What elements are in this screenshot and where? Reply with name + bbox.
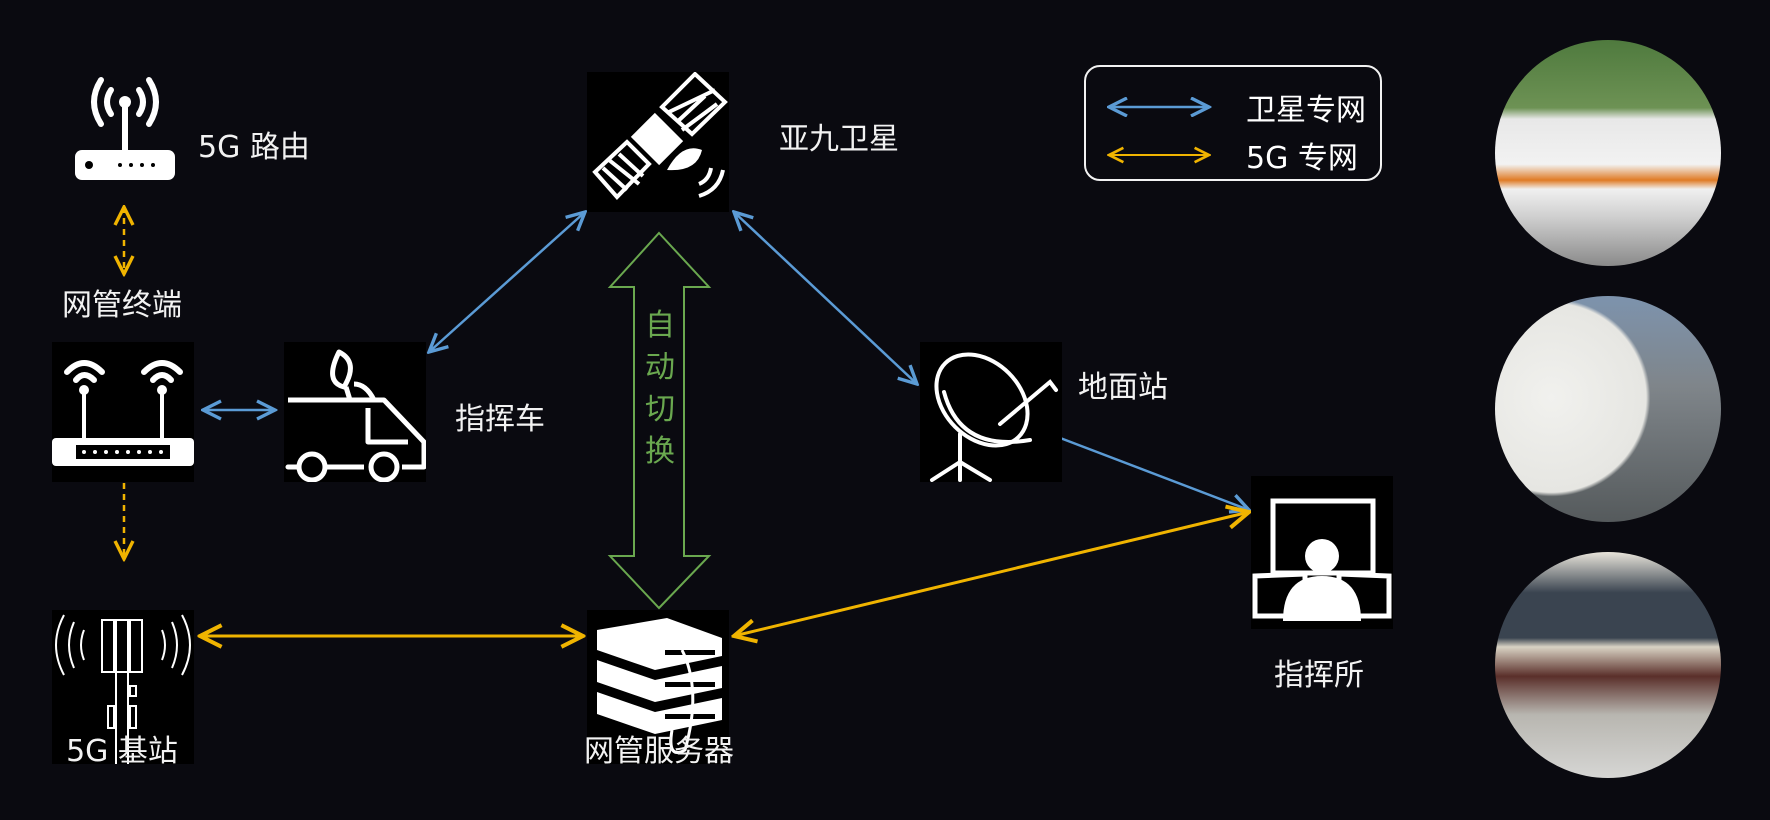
legend: 卫星专网 5G 专网 xyxy=(1084,65,1382,181)
router-icon xyxy=(73,72,177,182)
server-label: 网管服务器 xyxy=(584,734,734,769)
photo-ground-station xyxy=(1495,296,1721,522)
command-post-icon xyxy=(1251,476,1393,629)
blue-arrow-icon xyxy=(1106,97,1212,117)
link-groundstation-commandpost xyxy=(1034,428,1249,510)
orange-arrow-icon xyxy=(1106,145,1212,165)
legend-item-5g: 5G 专网 xyxy=(1106,133,1358,177)
base-station-icon xyxy=(52,610,194,764)
legend-label-satellite: 卫星专网 xyxy=(1246,93,1366,128)
terminal-router-icon xyxy=(52,342,194,482)
command-vehicle-label: 指挥车 xyxy=(455,402,545,437)
command-post-label: 指挥所 xyxy=(1274,658,1364,693)
link-satellite-groundstation xyxy=(734,212,917,384)
link-vehicle-satellite xyxy=(429,212,585,352)
terminal-label: 网管终端 xyxy=(62,288,182,323)
satellite-icon xyxy=(587,71,729,212)
satellite-label: 亚九卫星 xyxy=(779,122,899,157)
server-icon xyxy=(587,610,729,764)
link-server-commandpost xyxy=(734,512,1249,636)
photo-command-vehicle xyxy=(1495,40,1721,266)
router-label: 5G 路由 xyxy=(198,130,310,165)
legend-item-satellite: 卫星专网 xyxy=(1106,85,1366,129)
auto-switch-arrow xyxy=(607,231,712,610)
ground-station-label: 地面站 xyxy=(1078,370,1168,405)
auto-switch-label: 自动切换 xyxy=(645,308,675,469)
ground-station-icon xyxy=(920,342,1062,482)
command-vehicle-icon xyxy=(284,342,427,483)
photo-command-center xyxy=(1495,552,1721,778)
legend-label-5g: 5G 专网 xyxy=(1246,141,1358,176)
base-station-label: 5G 基站 xyxy=(66,734,178,769)
